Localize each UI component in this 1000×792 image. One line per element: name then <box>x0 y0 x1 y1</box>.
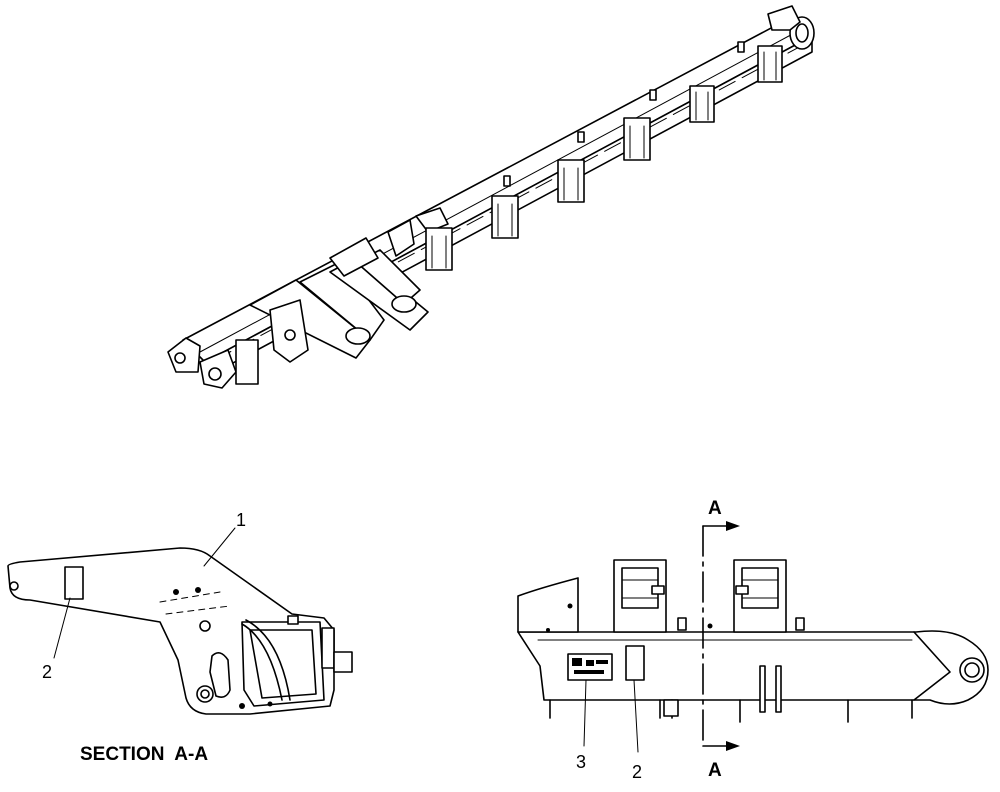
section-marker-bottom: A <box>708 760 722 781</box>
callout-3: 3 <box>576 752 586 772</box>
decal-2-section <box>64 566 84 600</box>
leader-lines <box>53 527 639 753</box>
callout-2-front: 2 <box>632 762 642 782</box>
section-marker-top: A <box>708 498 722 519</box>
callout-2-section: 2 <box>42 662 52 682</box>
section-cut-line <box>702 521 740 751</box>
section-a-a-view <box>7 547 353 715</box>
arrow-right-icon <box>726 741 740 751</box>
isometric-frame-view <box>167 5 815 389</box>
decal-2-front <box>625 645 645 681</box>
decal-3-front <box>567 653 613 681</box>
callout-1: 1 <box>236 510 246 530</box>
front-view <box>517 521 989 751</box>
shank-brackets <box>235 45 783 385</box>
arrow-right-icon <box>726 521 740 531</box>
section-title: SECTION A-A <box>80 744 208 765</box>
